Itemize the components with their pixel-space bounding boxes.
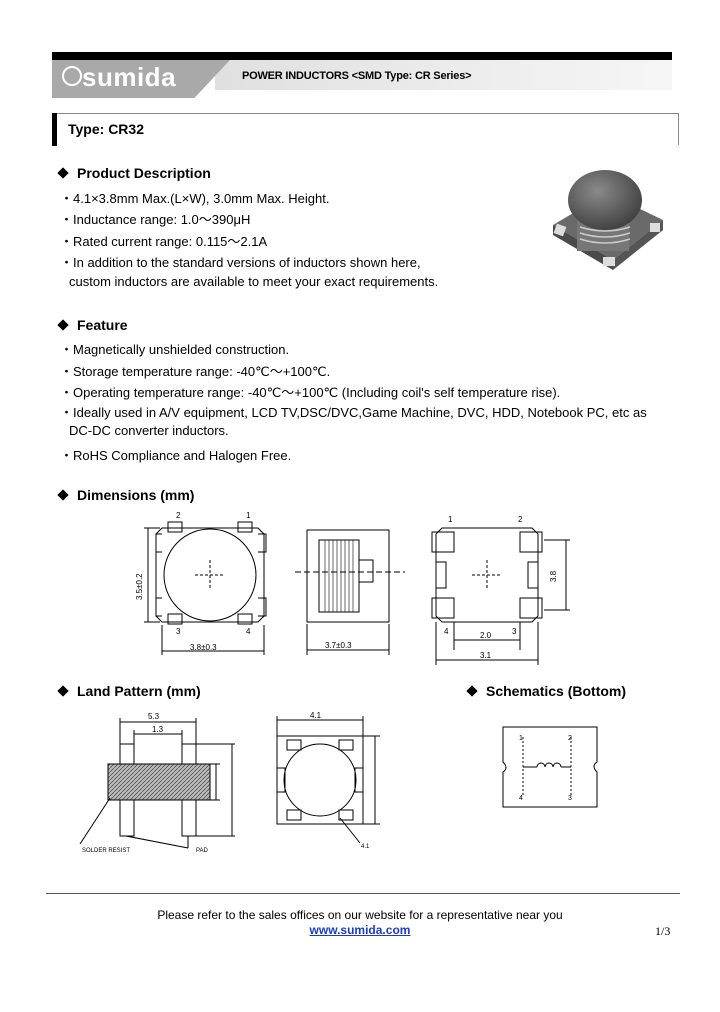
pin-label: 3 [512,627,517,636]
feature-line: DC-DC converter inductors. [69,423,229,438]
pin-label: 4 [444,627,449,636]
land-pattern-heading: Land Pattern (mm) [56,683,201,699]
feature-line: ・RoHS Compliance and Halogen Free. [60,448,292,463]
diamond-bullet-icon [57,319,69,331]
dim-label: 4.1 [310,711,322,720]
dimension-top-view: 2 1 3 4 3.5±0.2 3.8±0.3 [135,511,267,655]
product-description-heading: Product Description [56,165,211,181]
solder-resist-label: SOLDER RESIST [82,848,130,854]
desc-line: ・4.1×3.8mm Max.(L×W), 3.0mm Max. Height. [60,191,330,206]
type-frame [52,113,679,145]
product-photo [553,170,663,270]
schematics-heading: Schematics (Bottom) [465,683,626,699]
pin-label: 1 [246,511,251,520]
land-pattern-component-view: 4.1 4.1 [276,711,380,850]
diamond-bullet-icon [57,489,69,501]
desc-line: ・Inductance range: 1.0～390μH [60,212,251,227]
diamond-bullet-icon [57,167,69,179]
pin-label: 3 [568,795,572,802]
pin-label: 2 [518,515,523,524]
footer-note: Please refer to the sales offices on our… [157,908,563,922]
pin-label: 2 [568,735,572,742]
sumida-logo-icon [62,66,82,86]
pin-label: 3 [176,627,181,636]
header-title-band [215,60,672,90]
desc-line: ・Rated current range: 0.115～2.1A [60,234,268,249]
schematic-diagram: 1 2 4 3 [502,726,598,808]
pad-label: PAD [196,848,209,854]
pin-label: 4 [519,795,523,802]
dim-label: 3.7±0.3 [325,641,352,650]
page-number: 1/3 [655,924,671,938]
desc-line: custom inductors are available to meet y… [69,274,439,289]
dim-label: 5.3 [148,712,160,721]
feature-line: ・Magnetically unshielded construction. [60,342,290,357]
dim-label: 3.8±0.3 [190,643,217,652]
feature-heading: Feature [56,317,128,333]
dim-label: 3.8 [549,570,558,582]
pin-label: 1 [519,735,523,742]
brand-logo: sumida [82,62,177,92]
dimensions-heading: Dimensions (mm) [56,487,194,503]
dim-label: 2.0 [480,631,492,640]
dim-label: 3.5±0.2 [135,573,144,600]
diamond-bullet-icon [57,685,69,697]
pin-label: 2 [176,511,181,520]
pin-label: 1 [448,515,453,524]
document-title: POWER INDUCTORS <SMD Type: CR Series> [242,70,472,82]
land-pattern-diagram: 5.3 1.3 SOLDER RESIST PAD [79,712,235,854]
type-marker [52,113,57,146]
dim-label: 3.1 [480,651,492,660]
feature-line: ・Storage temperature range: -40℃～+100℃. [60,364,331,379]
dim-label: 1.3 [152,725,164,734]
dimension-bottom-view: 1 2 4 3 3.8 2.0 3.1 [431,515,570,665]
feature-line: ・Ideally used in A/V equipment, LCD TV,D… [60,405,647,420]
header-top-bar [52,52,672,60]
desc-line: ・In addition to the standard versions of… [60,255,421,270]
footer-divider [46,893,680,894]
type-label: Type: CR32 [68,121,144,137]
dim-label: 4.1 [361,844,370,850]
diamond-bullet-icon [466,685,478,697]
feature-line: ・Operating temperature range: -40℃～+100℃… [60,385,561,400]
pin-label: 4 [246,627,251,636]
dimension-side-view: 3.7±0.3 [295,529,405,655]
brand-band [52,60,230,98]
website-link[interactable]: www.sumida.com [309,923,411,937]
